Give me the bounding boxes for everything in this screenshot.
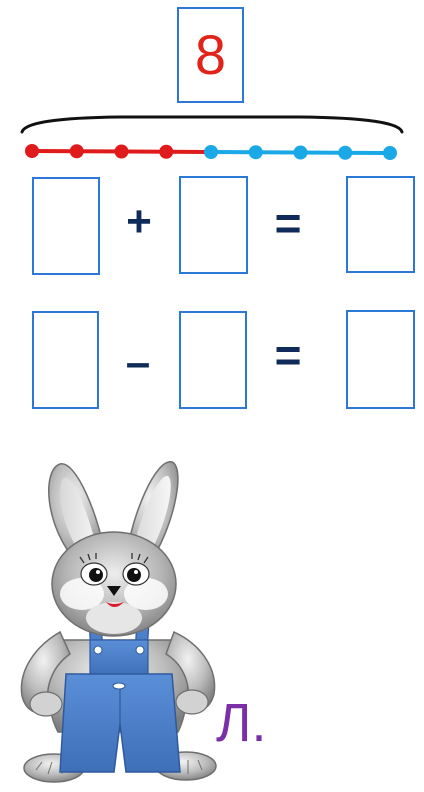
bunny-feet (24, 752, 216, 782)
bunny-head (52, 532, 176, 636)
addition-equation: + = (0, 176, 424, 276)
minuend-box[interactable] (32, 311, 99, 409)
bead-line (25, 144, 397, 160)
addend-box-1[interactable] (32, 177, 100, 275)
red-bead (25, 144, 39, 158)
caption-letter: Л. (216, 696, 266, 750)
total-number: 8 (195, 27, 226, 83)
bunny-illustration (14, 456, 224, 788)
curly-brace (22, 117, 402, 132)
difference-box[interactable] (346, 310, 415, 409)
blue-bead (338, 146, 352, 160)
blue-bead (294, 146, 308, 160)
brace-with-bead-line (0, 104, 424, 174)
blue-bead (249, 145, 263, 159)
equals-sign: = (265, 196, 311, 250)
subtrahend-box[interactable] (179, 311, 247, 409)
plus-sign: + (118, 197, 160, 247)
sum-box[interactable] (346, 176, 415, 273)
addend-box-2[interactable] (179, 176, 248, 274)
total-number-box[interactable]: 8 (177, 7, 244, 103)
blue-bead (383, 146, 397, 160)
red-bead (159, 145, 173, 159)
subtraction-equation: – = (0, 310, 424, 410)
red-bead (70, 144, 84, 158)
minus-sign: – (117, 338, 159, 388)
blue-bead (204, 145, 218, 159)
red-bead (115, 145, 129, 159)
equals-sign: = (265, 328, 311, 382)
